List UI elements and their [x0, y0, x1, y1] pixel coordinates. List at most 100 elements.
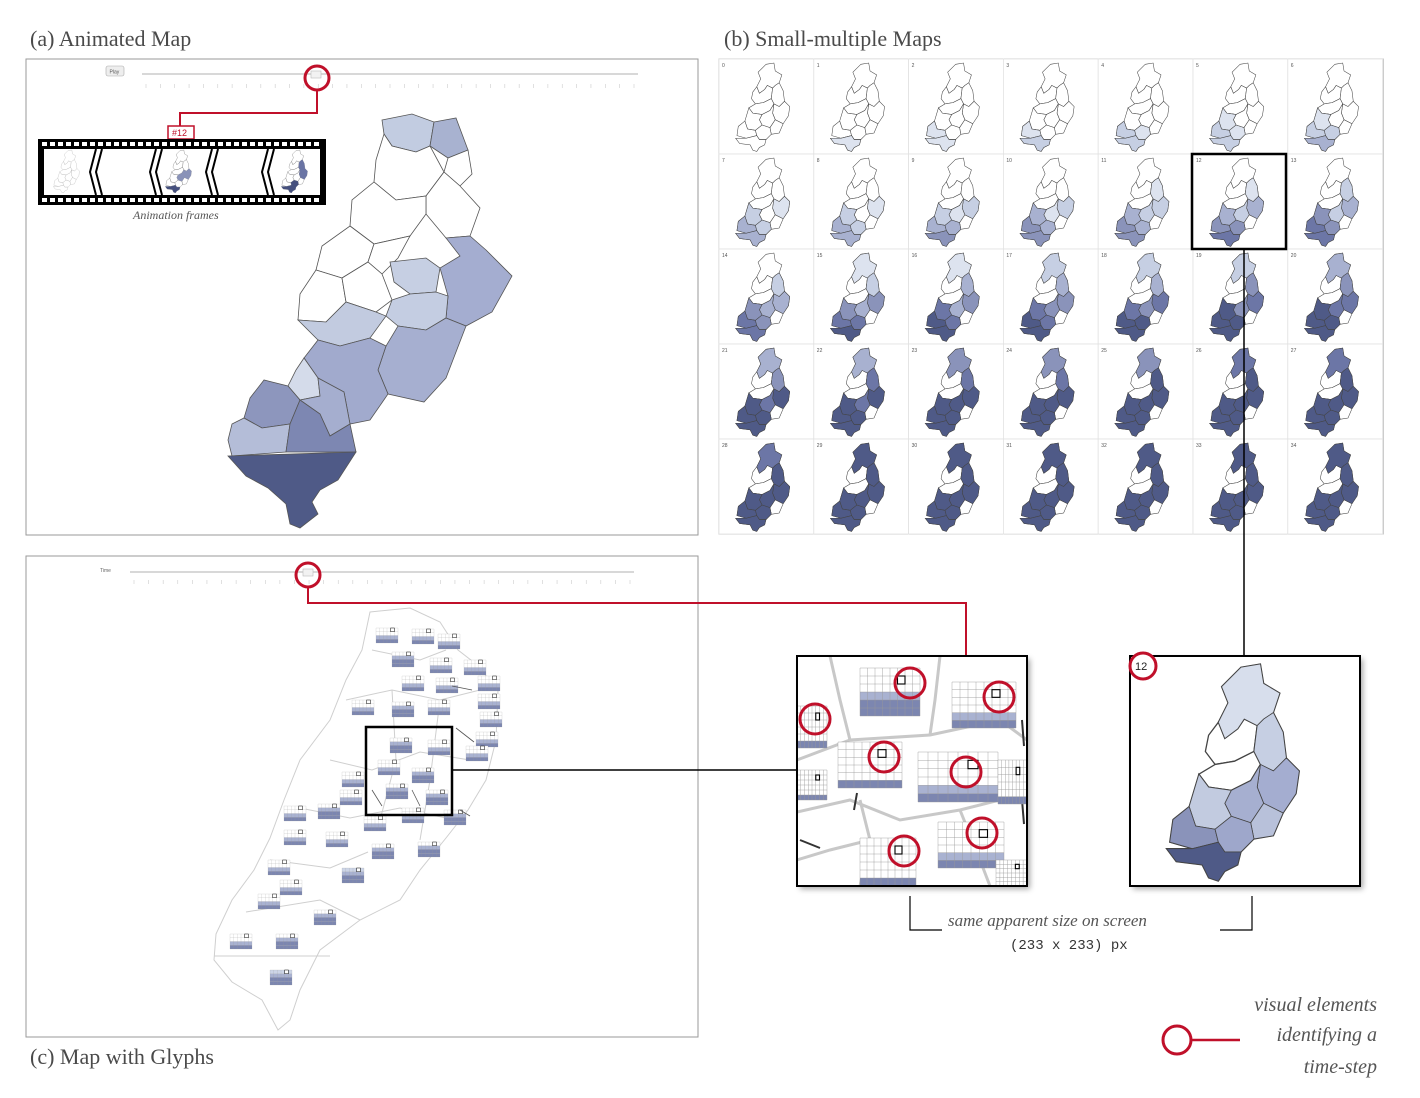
- glyph-time-marker: [426, 767, 431, 772]
- small-multiple-step: 29: [817, 443, 823, 449]
- small-multiple-step: 14: [722, 253, 728, 259]
- glyph: [371, 843, 395, 860]
- legend-line-2: identifying a: [1276, 1024, 1377, 1046]
- glyph: [283, 805, 307, 822]
- slider-ticks: [145, 84, 635, 88]
- time-label: Time: [100, 568, 111, 574]
- animation-filmstrip: [38, 139, 326, 205]
- panel-b-title: (b) Small-multiple Maps: [724, 26, 942, 51]
- small-multiple-step: 11: [1101, 158, 1106, 164]
- time-slider-a[interactable]: [142, 70, 638, 88]
- small-multiple-cell: 0: [718, 58, 815, 155]
- glyph: [995, 859, 1027, 886]
- small-multiple-step: 31: [1006, 443, 1012, 449]
- glyph: [429, 657, 453, 674]
- glyph-time-marker: [404, 737, 409, 742]
- glyph: [377, 759, 401, 776]
- glyph: [317, 803, 341, 820]
- size-text: (233 x 233) px: [1010, 938, 1128, 954]
- frame-tag: #12: [172, 128, 187, 138]
- small-multiple-cell: 11: [1097, 153, 1194, 250]
- small-multiple-step: 27: [1291, 348, 1297, 354]
- small-multiple-cell: 29: [813, 438, 909, 535]
- glyph: [279, 879, 303, 896]
- glyph: [411, 628, 435, 645]
- small-multiple-cell: 16: [908, 248, 1004, 345]
- small-multiple-cell: 26: [1192, 343, 1289, 440]
- frames-caption: Animation frames: [132, 208, 219, 222]
- small-multiple-cell: 14: [718, 248, 815, 345]
- glyph: [427, 739, 451, 756]
- small-multiple-cell: 28: [718, 438, 815, 535]
- glyph: [341, 867, 365, 884]
- small-multiple-cell: 13: [1287, 153, 1384, 250]
- zoom-step-label: 12: [1135, 661, 1147, 673]
- glyph-time-marker: [478, 659, 483, 664]
- glyph-time-marker: [392, 759, 397, 764]
- glyph-time-marker: [340, 831, 345, 836]
- glyph-time-marker: [406, 651, 411, 656]
- small-multiple-cell: 31: [1003, 438, 1099, 535]
- glyph: [339, 789, 363, 806]
- glyph-time-marker: [1015, 766, 1021, 776]
- glyph-time-marker: [290, 933, 295, 938]
- glyph: [417, 841, 441, 858]
- small-multiple-step: 22: [817, 348, 823, 354]
- glyph: [351, 699, 375, 716]
- glyph-time-marker: [490, 731, 495, 736]
- glyph-time-marker: [442, 699, 447, 704]
- zoom-step-marker: [1128, 651, 1158, 681]
- small-multiple-step: 19: [1196, 253, 1202, 259]
- glyph-time-marker: [440, 789, 445, 794]
- glyph: [435, 677, 459, 694]
- glyph-time-marker: [1014, 863, 1020, 870]
- small-multiple-step: 25: [1101, 348, 1107, 354]
- small-multiple-step: 23: [912, 348, 918, 354]
- glyph: [437, 633, 461, 650]
- glyph: [313, 909, 337, 926]
- small-multiple-cell: 5: [1192, 58, 1289, 155]
- glyph-time-marker: [400, 783, 405, 788]
- legend: visual elements identifying a time-step: [1161, 994, 1377, 1078]
- small-multiple-cell: 4: [1097, 58, 1194, 155]
- glyph-time-marker: [366, 699, 371, 704]
- glyph: [283, 829, 307, 846]
- small-multiple-cell: 17: [1003, 248, 1099, 345]
- small-multiple-step: 34: [1291, 443, 1297, 449]
- panel-a-animated-map: (a) Animated Map Play #12: [25, 26, 699, 536]
- glyph: [363, 815, 387, 832]
- small-multiple-step: 9: [912, 158, 915, 164]
- legend-line-1: visual elements: [1254, 994, 1377, 1016]
- small-multiple-step: 7: [722, 158, 725, 164]
- glyph: [997, 759, 1027, 805]
- glyph: [257, 893, 281, 910]
- small-multiple-cell: 3: [1003, 58, 1099, 155]
- glyph: [401, 675, 425, 692]
- time-slider-c[interactable]: [130, 568, 634, 584]
- small-multiple-step: 10: [1006, 158, 1012, 164]
- small-multiple-cell: 1: [813, 58, 909, 155]
- small-multiple-cell: 30: [908, 438, 1004, 535]
- glyph: [479, 711, 503, 728]
- slider-thumb[interactable]: [310, 70, 322, 79]
- same-size-text: same apparent size on screen: [948, 911, 1147, 930]
- small-multiple-step: 2: [912, 63, 915, 69]
- glyph-time-marker: [244, 933, 249, 938]
- glyph-time-marker: [298, 829, 303, 834]
- small-multiple-cell: 15: [813, 248, 909, 345]
- play-button[interactable]: [105, 65, 125, 77]
- glyph: [267, 859, 291, 876]
- small-multiple-cell: 27: [1287, 343, 1384, 440]
- glyph: [859, 837, 917, 886]
- slider-thumb[interactable]: [302, 568, 314, 577]
- glyph-time-marker: [356, 771, 361, 776]
- small-multiple-cell: 20: [1287, 248, 1384, 345]
- glyph-time-marker: [282, 859, 287, 864]
- glyph: [475, 731, 499, 748]
- small-multiple-step: 16: [912, 253, 918, 259]
- glyph: [325, 831, 349, 848]
- glyph-time-marker: [332, 803, 337, 808]
- small-multiple-cell: 34: [1287, 438, 1384, 535]
- glyph: [391, 651, 415, 668]
